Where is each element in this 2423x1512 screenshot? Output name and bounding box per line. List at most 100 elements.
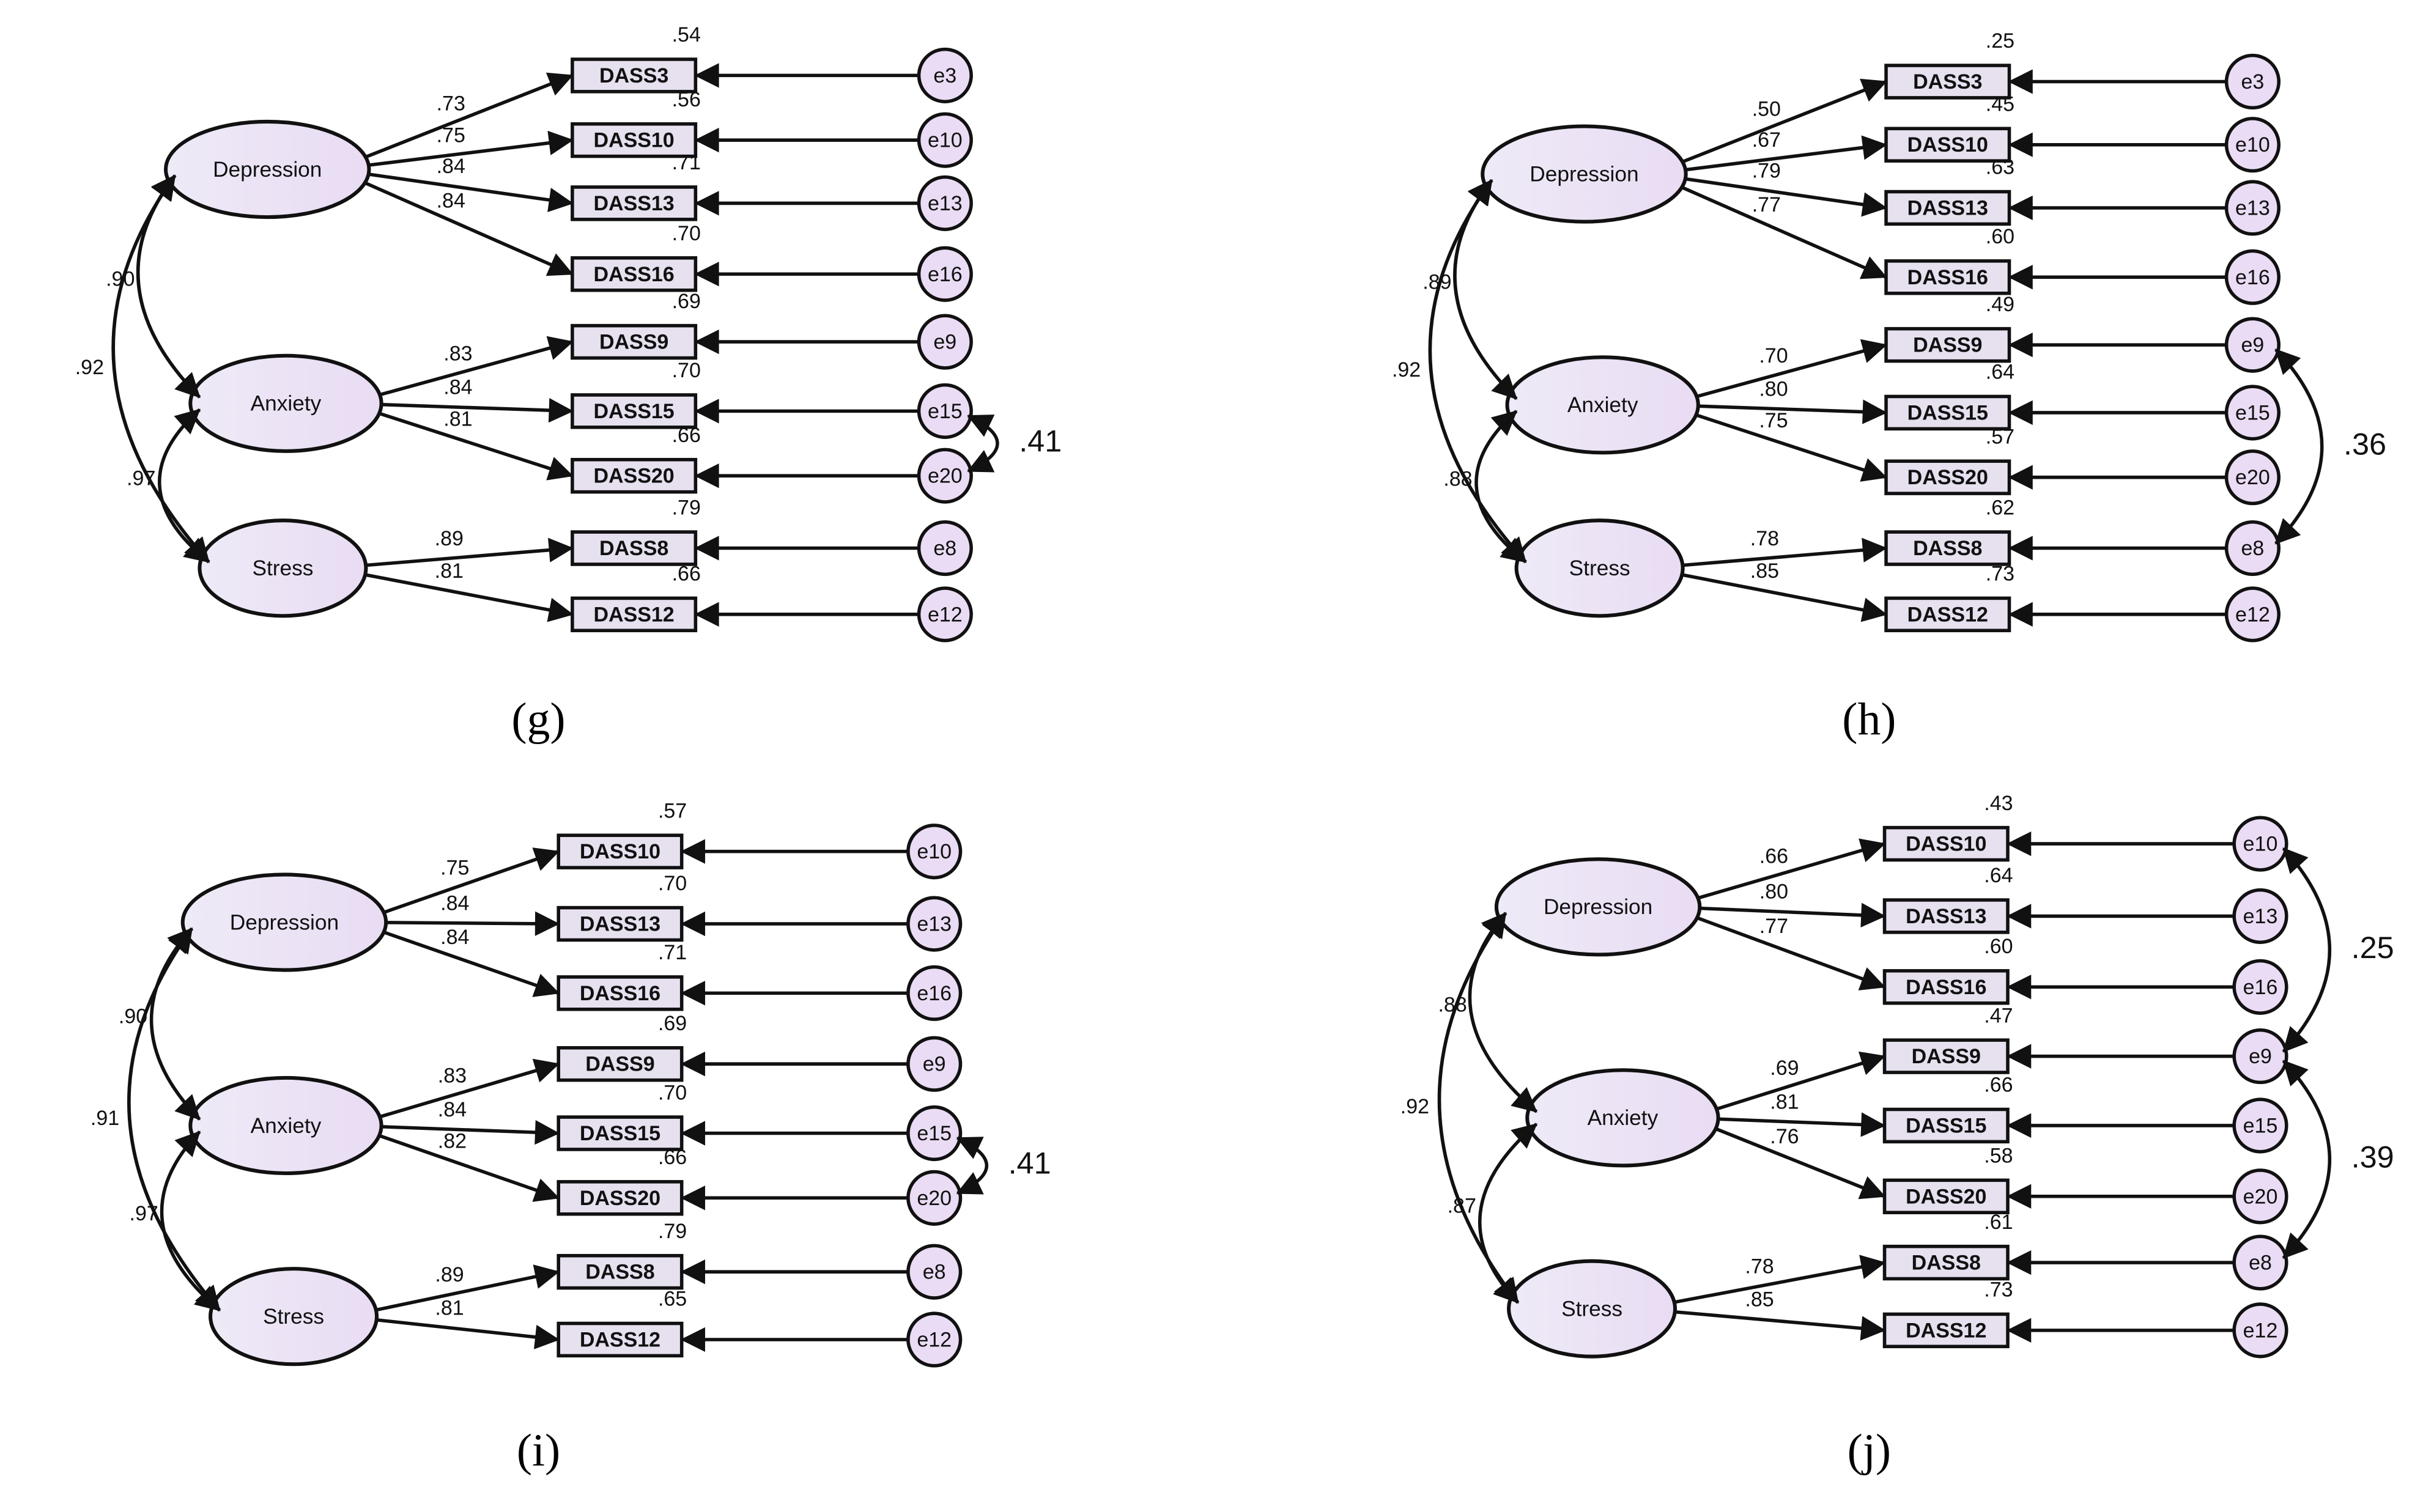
indicator-box (1884, 259, 2011, 295)
error-label: e9 (933, 331, 956, 354)
loading-path (1679, 176, 1888, 217)
error-node (2224, 180, 2281, 236)
loading-label: .73 (437, 92, 465, 116)
indicator-label: DASS20 (1906, 1185, 1986, 1208)
r-squared-label: .25 (1986, 29, 2014, 53)
factor-label: Stress (1561, 1297, 1622, 1321)
error-label: e10 (2243, 833, 2278, 856)
correlation-path (1468, 912, 1538, 1113)
r-squared-label: .57 (1986, 425, 2014, 448)
error-covariance-path (2274, 348, 2324, 545)
indicator-label: DASS20 (580, 1187, 660, 1210)
error-label: e13 (2243, 905, 2278, 928)
error-label: e10 (928, 129, 963, 152)
loading-label: .89 (435, 1263, 464, 1286)
loading-path (374, 1058, 560, 1120)
error-label: e13 (917, 913, 952, 936)
error-label: e10 (2235, 133, 2270, 157)
correlation-label: .92 (1392, 358, 1421, 382)
error-covariance-path (967, 414, 999, 473)
correlation-label: .97 (127, 467, 155, 490)
r-squared-label: .64 (1986, 361, 2014, 384)
error-label: e8 (933, 537, 956, 560)
error-node (906, 1105, 963, 1162)
r-squared-label: .47 (1984, 1004, 2013, 1027)
indicator-label: DASS13 (1906, 905, 1986, 928)
loading-label: .69 (1770, 1057, 1799, 1080)
loading-label: .81 (443, 408, 472, 431)
indicator-label: DASS10 (593, 129, 674, 152)
loading-label: .67 (1752, 128, 1781, 152)
panel-label-j: (j) (1848, 1425, 1891, 1476)
error-node (2224, 317, 2281, 373)
indicator-label: DASS16 (580, 982, 660, 1005)
factor-label: Anxiety (1588, 1106, 1659, 1130)
r-squared-label: .73 (1984, 1278, 2013, 1302)
correlation-label: .92 (75, 356, 104, 379)
error-label: e8 (2249, 1252, 2272, 1275)
factor-label: Anxiety (251, 392, 322, 416)
factor-label: Stress (252, 556, 313, 580)
indicator-label: DASS9 (1913, 334, 1982, 357)
error-label: e13 (928, 192, 963, 215)
r-squared-label: .73 (1986, 562, 2014, 586)
r-squared-label: .60 (1984, 935, 2013, 958)
error-node (906, 896, 963, 952)
r-squared-label: .70 (672, 359, 701, 382)
factor-label: Anxiety (1567, 393, 1638, 417)
loading-path (360, 537, 574, 568)
error-label: e15 (928, 400, 963, 423)
loading-label: .75 (1759, 409, 1788, 432)
loading-label: .82 (438, 1130, 467, 1153)
indicator-label: DASS12 (580, 1328, 660, 1351)
loading-path (1679, 185, 1887, 279)
error-label: e20 (917, 1187, 952, 1210)
indicator-label: DASS15 (593, 400, 674, 423)
indicator-label: DASS15 (580, 1122, 660, 1145)
error-label: e20 (2235, 466, 2270, 489)
error-label: e16 (928, 263, 963, 286)
r-squared-label: .65 (658, 1288, 687, 1311)
indicator-label: DASS10 (1906, 833, 1986, 856)
r-squared-label: .70 (658, 872, 687, 895)
error-node (917, 383, 973, 439)
error-node (917, 314, 973, 370)
factor-stress (1507, 1259, 1678, 1359)
error-node (2232, 1302, 2288, 1359)
loading-path (1692, 399, 1888, 424)
factor-stress (1514, 518, 1685, 618)
indicator-box (1884, 394, 2011, 431)
correlation-path (111, 174, 210, 564)
correlation-path (1453, 179, 1518, 400)
loading-label: .50 (1752, 97, 1781, 120)
r-squared-label: .63 (1986, 156, 2014, 179)
error-covariance-label: .36 (2343, 427, 2386, 462)
factor-label: Stress (1569, 556, 1630, 580)
error-node (2224, 53, 2281, 110)
error-label: e16 (2243, 976, 2278, 999)
loading-path (379, 929, 560, 997)
indicator-label: DASS3 (599, 64, 668, 87)
indicator-label: DASS12 (593, 603, 674, 626)
loading-label: .75 (437, 124, 465, 147)
error-node (917, 47, 973, 103)
error-node (2224, 117, 2281, 173)
indicator-label: DASS9 (1912, 1045, 1981, 1068)
error-node (2224, 249, 2281, 305)
indicator-box (557, 1321, 684, 1358)
error-node (906, 824, 963, 880)
loading-path (362, 72, 574, 160)
correlation-label: .88 (1443, 468, 1472, 491)
error-covariance-path (2282, 847, 2331, 1053)
indicator-box (557, 1115, 684, 1151)
r-squared-label: .60 (1986, 225, 2014, 248)
loading-label: .76 (1770, 1125, 1799, 1148)
correlation-path (160, 1130, 221, 1312)
error-label: e12 (2235, 603, 2270, 626)
loading-path (379, 847, 560, 916)
loading-label: .84 (440, 926, 469, 949)
factor-label: Depression (213, 158, 322, 182)
factor-label: Depression (230, 910, 339, 934)
